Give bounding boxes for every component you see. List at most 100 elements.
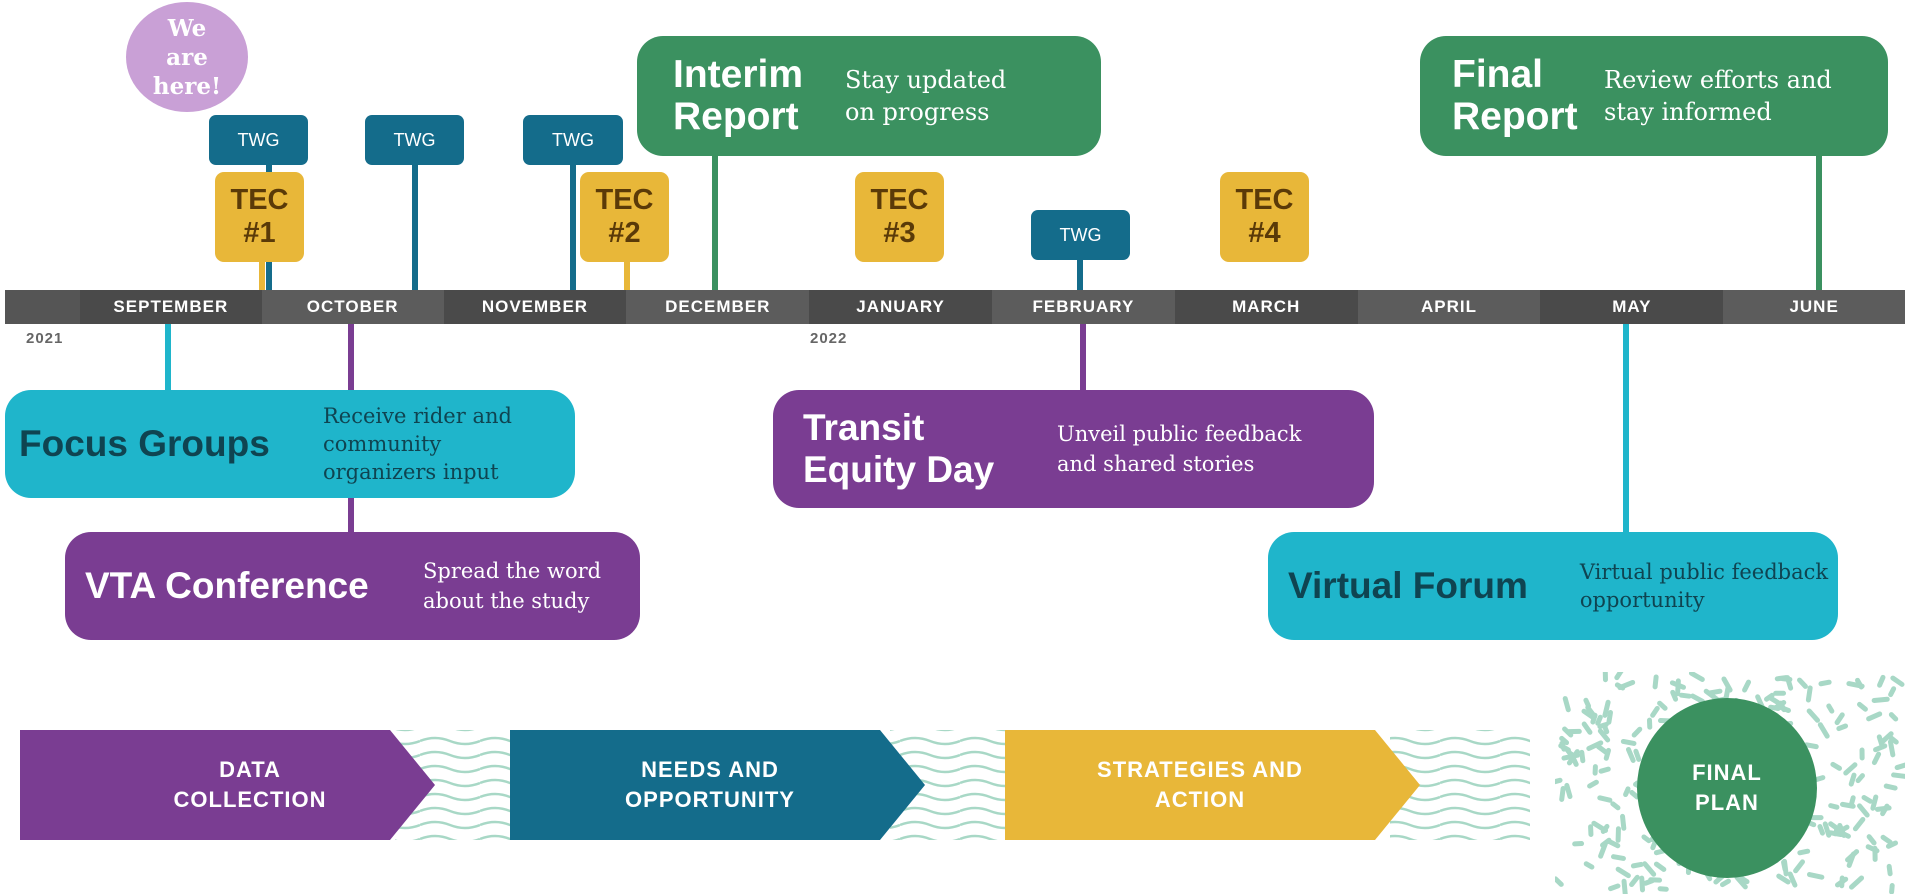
pattern-dash: [1629, 789, 1640, 800]
pattern-dash: [1846, 851, 1856, 868]
pattern-dash: [1774, 675, 1789, 682]
pattern-dash: [1849, 875, 1865, 890]
month-november: NOVEMBER: [443, 290, 627, 324]
pattern-dash: [1598, 842, 1608, 859]
pattern-dash: [1559, 735, 1570, 746]
pattern-dash: [1880, 834, 1893, 845]
pattern-dash: [1866, 834, 1877, 846]
twg-tag-1: TWG: [209, 115, 308, 165]
pattern-dash: [1768, 695, 1781, 706]
timeline-bar: SEPTEMBER OCTOBER NOVEMBER DECEMBER JANU…: [5, 290, 1905, 324]
pattern-dash: [1614, 682, 1626, 691]
interim-report-card: Interim Report Stay updated on progress: [637, 36, 1101, 156]
pattern-dash: [1805, 685, 1813, 703]
pattern-dash: [1641, 834, 1652, 844]
we-are-here-marker: We are here!: [126, 2, 248, 112]
pattern-dash: [1670, 689, 1679, 702]
pattern-dash: [1650, 705, 1660, 718]
pattern-dash: [1880, 731, 1894, 744]
pattern-dash: [1856, 701, 1868, 712]
pattern-dash: [1871, 751, 1882, 766]
pattern-dash: [1591, 820, 1609, 833]
tec-1-tag: TEC #1: [215, 172, 304, 262]
pattern-dash: [1866, 711, 1883, 722]
phase-data-collection-label: DATA COLLECTION: [173, 757, 327, 812]
pattern-dash: [1564, 746, 1576, 760]
pattern-dash: [1830, 761, 1842, 771]
tec-2-label: TEC #2: [595, 184, 654, 249]
pattern-dash: [1886, 863, 1893, 877]
pattern-dash: [1559, 785, 1566, 802]
pattern-dash: [1610, 854, 1626, 861]
pattern-dash: [1583, 861, 1595, 870]
pattern-dash: [1623, 786, 1631, 798]
pattern-dash: [1579, 749, 1586, 764]
pattern-dash: [1885, 840, 1899, 849]
pattern-dash: [1657, 700, 1668, 711]
pattern-dash: [1642, 861, 1657, 877]
timeline-lead: [5, 290, 80, 324]
pattern-dash: [1871, 696, 1890, 703]
month-march: MARCH: [1174, 290, 1358, 324]
twg-label: TWG: [552, 129, 594, 150]
phase-arrows-graphic: [20, 730, 1530, 840]
tec-2-tag: TEC #2: [580, 172, 669, 262]
pattern-dash: [1857, 803, 1870, 818]
pattern-dash: [1834, 876, 1849, 888]
connector-twg-4: [1077, 260, 1083, 290]
pattern-dash: [1625, 746, 1636, 763]
tec-3-tag: TEC #3: [855, 172, 944, 262]
connector-focus: [165, 324, 171, 390]
pattern-dash: [1889, 883, 1895, 894]
pattern-dash: [1781, 859, 1788, 872]
twg-tag-3: TWG: [523, 115, 623, 165]
connector-transit: [1080, 324, 1086, 390]
phase-arrow-data-collection: [20, 730, 435, 840]
connector-tec-1: [259, 260, 265, 290]
pattern-dash: [1597, 795, 1613, 803]
pattern-dash: [1846, 681, 1865, 689]
pattern-dash: [1555, 876, 1564, 887]
phase-needs-label: NEEDS AND OPPORTUNITY: [625, 757, 795, 812]
pattern-dash: [1581, 708, 1596, 720]
pattern-dash: [1614, 672, 1624, 681]
pattern-dash: [1817, 824, 1825, 836]
pattern-dash: [1843, 762, 1858, 776]
pattern-dash: [1602, 699, 1611, 718]
pattern-dash: [1817, 722, 1830, 739]
pattern-dash: [1587, 779, 1599, 789]
pattern-dash: [1818, 679, 1832, 687]
pattern-dash: [1562, 696, 1571, 713]
final-plan-label: FINAL PLAN: [1692, 760, 1762, 815]
twg-tag-2: TWG: [365, 115, 464, 165]
virtual-forum-title: Virtual Forum: [1288, 565, 1528, 606]
pattern-dash: [1742, 679, 1752, 693]
vta-conference-title: VTA Conference: [85, 565, 369, 606]
pattern-dash: [1806, 708, 1821, 723]
focus-groups-title: Focus Groups: [19, 423, 270, 464]
connector-twg-3: [570, 165, 576, 290]
pattern-dash: [1876, 734, 1885, 750]
final-report-card: Final Report Review efforts and stay inf…: [1420, 36, 1888, 156]
month-october: OCTOBER: [261, 290, 444, 324]
pattern-dash: [1787, 871, 1798, 888]
pattern-dash: [1719, 878, 1731, 888]
pattern-dash: [1559, 740, 1567, 752]
pattern-dash: [1631, 726, 1643, 738]
pattern-dash: [1583, 697, 1592, 709]
pattern-dash: [1606, 709, 1613, 725]
pattern-dash: [1615, 866, 1631, 879]
pattern-dash: [1633, 748, 1642, 762]
pattern-dash: [1590, 712, 1598, 725]
pattern-dash: [1888, 712, 1899, 722]
twg-label: TWG: [237, 129, 280, 150]
transit-equity-day-card: Transit Equity Day Unveil public feedbac…: [773, 390, 1374, 508]
pattern-dash: [1610, 801, 1621, 811]
connector-twg-2: [412, 165, 418, 290]
phase-arrow-needs: [510, 730, 925, 840]
final-report-title: Final Report: [1452, 53, 1578, 138]
pattern-dash: [1852, 816, 1866, 832]
pattern-dash: [1870, 794, 1879, 811]
pattern-dash: [1883, 783, 1898, 791]
pattern-dash: [1826, 703, 1835, 714]
